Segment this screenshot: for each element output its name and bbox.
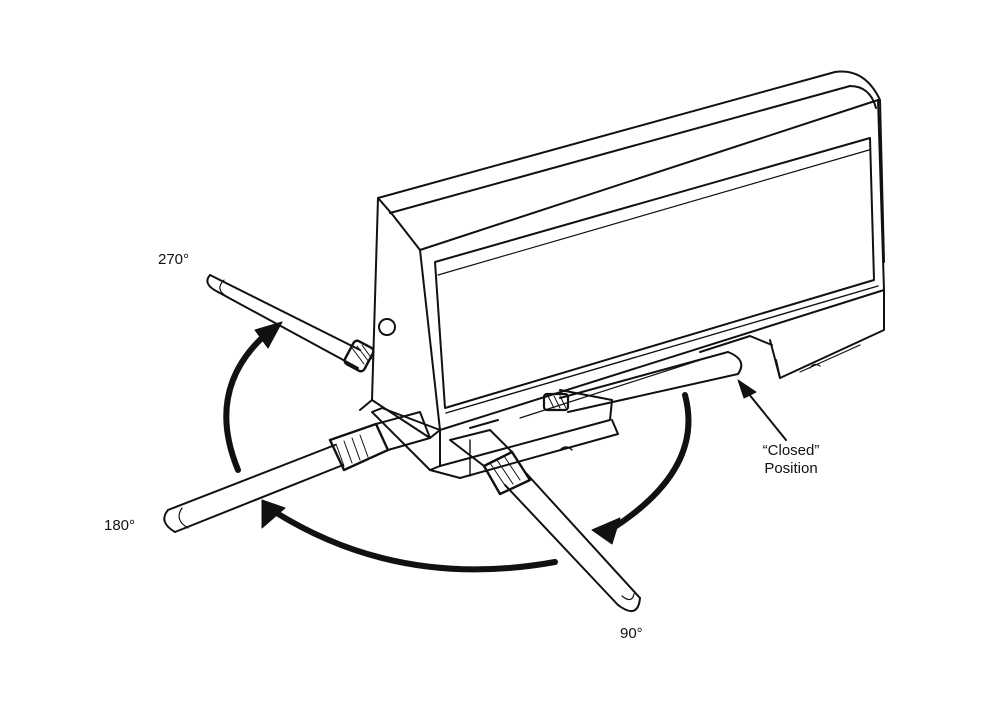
rotation-arrows [223,321,787,573]
label-90-degrees: 90° [620,625,643,642]
mount-plate [371,389,619,479]
label-closed-position: “Closed” Position [748,442,834,478]
label-270-degrees: 270° [158,251,190,268]
antenna-90 [449,429,641,613]
label-closed-line1: “Closed” [762,442,820,459]
label-closed-line2: Position [764,460,818,477]
antenna-180 [163,411,431,533]
antenna-closed [542,351,743,413]
antenna-270 [206,274,375,373]
label-180-degrees: 180° [104,517,136,534]
device-housing [359,70,885,439]
